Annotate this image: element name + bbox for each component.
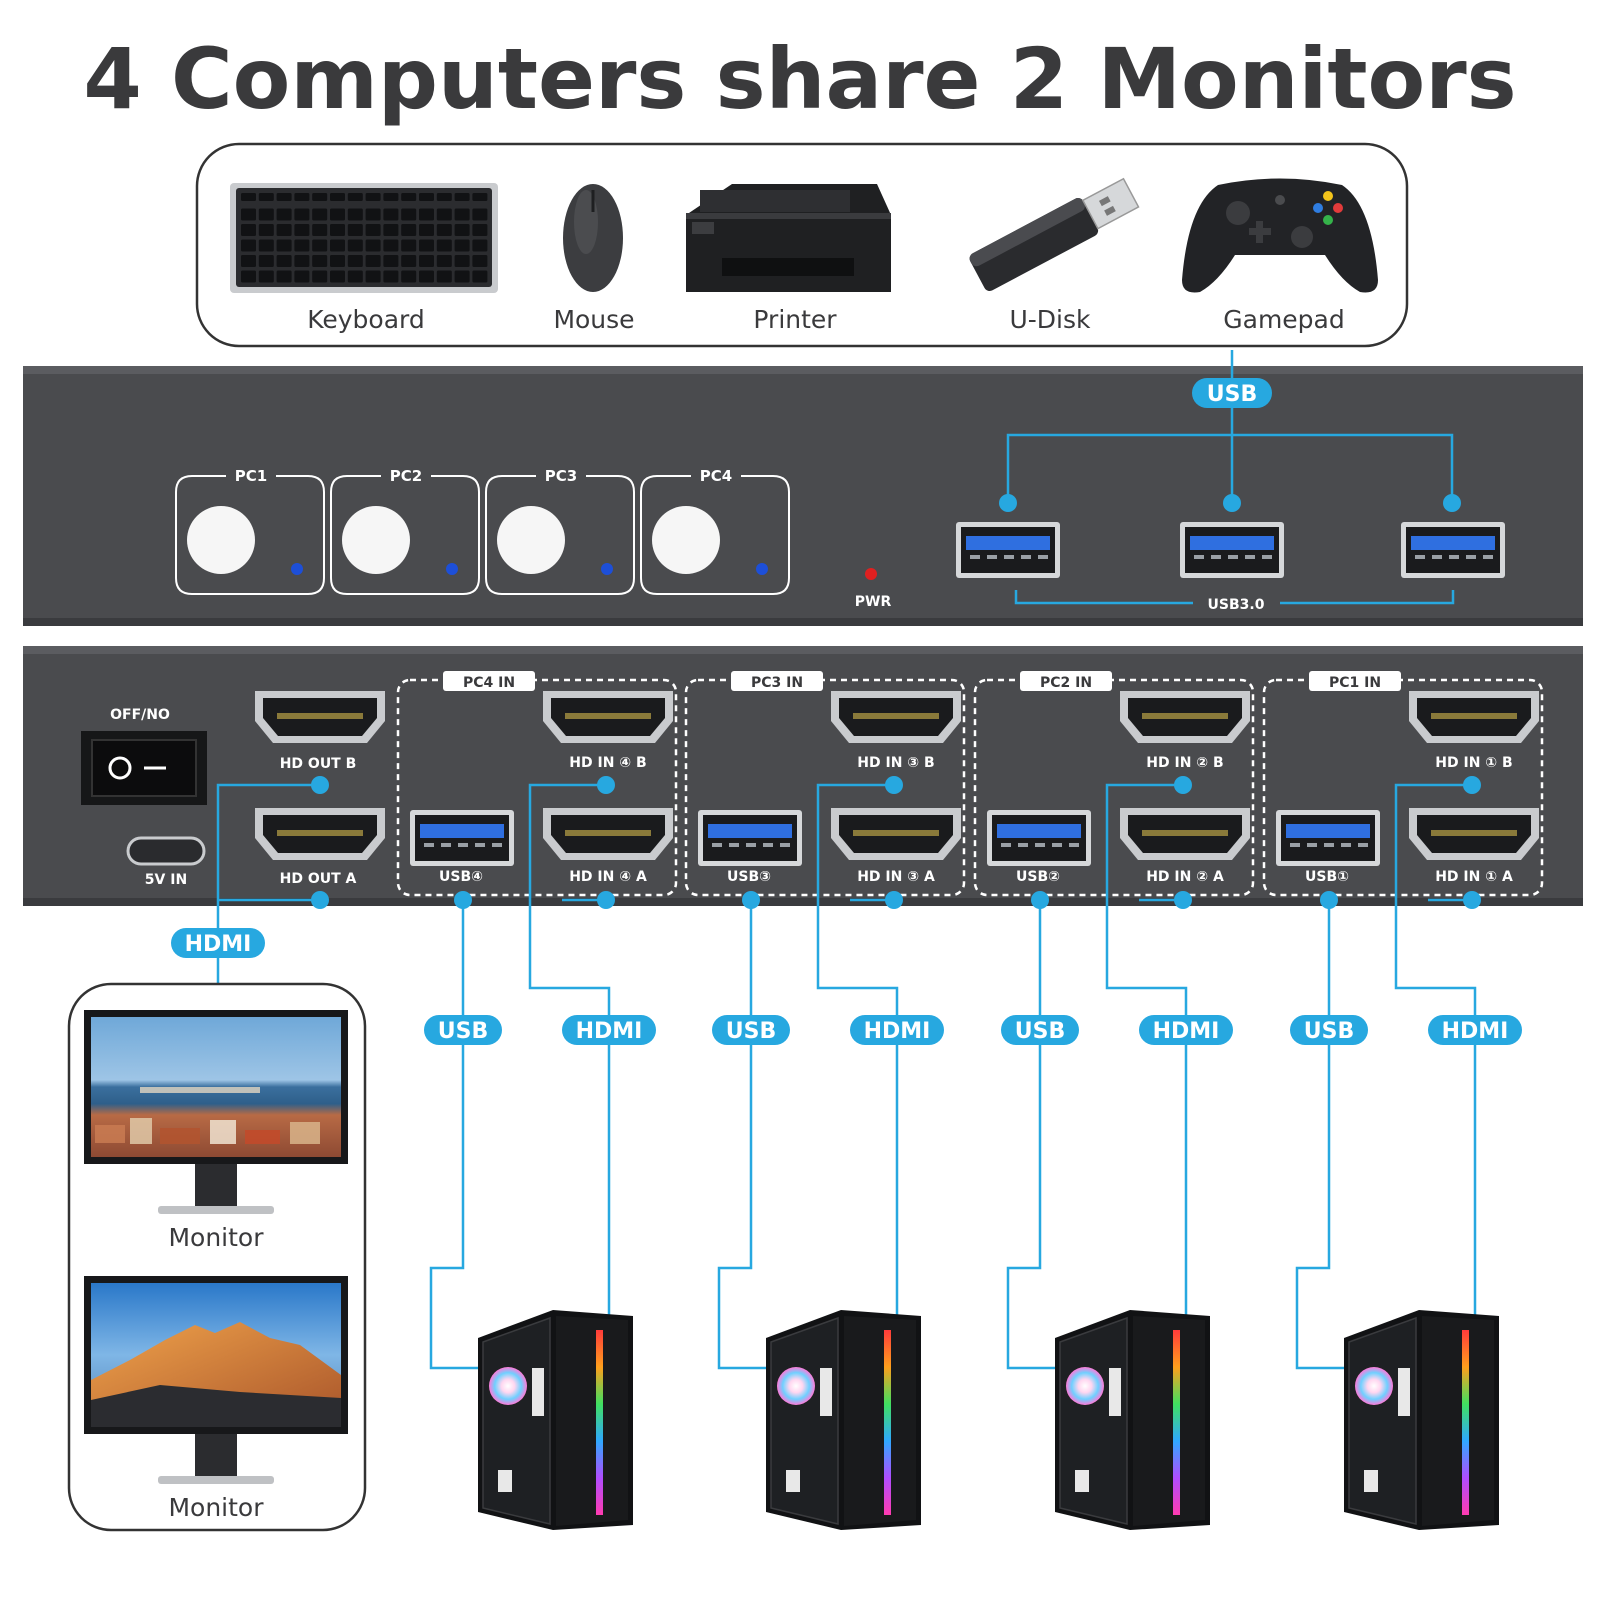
usb-in-label: USB③ [727,869,771,885]
group-label: PC1 IN [1329,675,1381,691]
pc-led-2 [446,563,458,575]
usb-in-label: USB② [1016,869,1060,885]
hdmi-cable-label: HDMI [576,1019,643,1044]
pc-select-button-1[interactable]: PC1 [175,467,325,595]
usb-in-port [1276,810,1380,866]
printer-icon [686,184,891,292]
computer-tower-icon [1344,1310,1499,1530]
hdmi-in-a-port [1120,808,1250,860]
pc-button-label-1: PC1 [235,467,267,485]
hdmi-out-a-port [255,808,385,860]
power-label: PWR [855,594,892,610]
usb-in-port [987,810,1091,866]
switch-label: OFF/NO [110,707,170,723]
power-switch[interactable] [81,731,207,805]
computer-tower-icon [478,1310,633,1530]
gamepad-icon [1182,178,1378,293]
peripheral-label-gamepad: Gamepad [1223,305,1344,334]
usb-in-label: USB① [1305,869,1349,885]
usb-in-port [410,810,514,866]
usb3-label: USB3.0 [1208,597,1265,613]
group-label: PC3 IN [751,675,803,691]
hdmi-in-a-port [1409,808,1539,860]
front-usb3-port-3 [1401,522,1505,578]
usb-cable-label: USB [1304,1019,1354,1044]
peripheral-label-mouse: Mouse [553,305,634,334]
pc-button-label-4: PC4 [700,467,732,485]
hdmi-out-a-label: HD OUT A [280,871,357,887]
computer-tower-icon [766,1310,921,1530]
mouse-icon [563,184,623,292]
hdmi-out-cable-label: HDMI [185,932,252,957]
hdmi-in-b-label: HD IN ④ B [569,755,646,771]
usb-in-port [698,810,802,866]
hdmi-in-a-port [831,808,961,860]
hdmi-cable-label: HDMI [864,1019,931,1044]
monitor-2 [84,1276,348,1484]
pc-led-4 [756,563,768,575]
peripheral-label-udisk: U-Disk [1009,305,1091,334]
hdmi-in-b-port [1409,691,1539,743]
pc-1-cables: USB HDMI [1290,776,1522,1370]
usb-cable-label: USB [726,1019,776,1044]
peripheral-label-keyboard: Keyboard [307,305,425,334]
usb-cable-label: USB [438,1019,488,1044]
pc-select-button-2[interactable]: PC2 [330,467,480,595]
hdmi-out-b-port [255,691,385,743]
pc-3-cables: USB HDMI [712,776,944,1370]
computer-tower-icon [1055,1310,1210,1530]
monitor-label-2: Monitor [168,1493,264,1522]
group-label: PC2 IN [1040,675,1092,691]
hdmi-in-b-label: HD IN ③ B [857,755,934,771]
rear-group-pc1-in: PC1 IN HD IN ① B HD IN ① A USB① [1262,671,1544,897]
pc-led-1 [291,563,303,575]
pc-2-cables: USB HDMI [1001,776,1233,1370]
front-usb3-port-2 [1180,522,1284,578]
hdmi-in-a-label: HD IN ③ A [857,869,935,885]
group-label: PC4 IN [463,675,515,691]
hdmi-in-a-label: HD IN ① A [1435,869,1513,885]
rear-group-pc4-in: PC4 IN HD IN ④ B HD IN ④ A USB④ [396,671,678,897]
page-title: 4 Computers share 2 Monitors [83,30,1516,128]
pc-select-button-3[interactable]: PC3 [485,467,635,595]
hdmi-in-b-port [543,691,673,743]
pc-select-button-4[interactable]: PC4 [640,467,790,595]
peripheral-label-printer: Printer [753,305,837,334]
hdmi-in-b-label: HD IN ② B [1146,755,1223,771]
kvm-front-panel [23,366,1583,626]
power-in-label: 5V IN [145,872,187,888]
usb-c-power-port [126,836,206,866]
pc-button-label-3: PC3 [545,467,577,485]
hdmi-in-b-label: HD IN ① B [1435,755,1512,771]
pc-button-label-2: PC2 [390,467,422,485]
pc-4-cables: USB HDMI [424,776,656,1370]
hdmi-in-a-label: HD IN ④ A [569,869,647,885]
hdmi-in-a-label: HD IN ② A [1146,869,1224,885]
hdmi-out-b-label: HD OUT B [280,756,357,772]
hdmi-cable-label: HDMI [1153,1019,1220,1044]
usb-front-connector-label: USB [1207,382,1257,407]
keyboard-icon [230,183,498,293]
hdmi-cable-label: HDMI [1442,1019,1509,1044]
usb-drive-icon [969,177,1140,291]
hdmi-in-a-port [543,808,673,860]
rear-group-pc2-in: PC2 IN HD IN ② B HD IN ② A USB② [973,671,1255,897]
usb-in-label: USB④ [439,869,483,885]
hdmi-in-b-port [1120,691,1250,743]
monitor-label-1: Monitor [168,1223,264,1252]
usb-cable-label: USB [1015,1019,1065,1044]
hdmi-in-b-port [831,691,961,743]
monitor-1 [84,1010,348,1214]
power-led [865,568,877,580]
pc-led-3 [601,563,613,575]
front-usb3-port-1 [956,522,1060,578]
rear-group-pc3-in: PC3 IN HD IN ③ B HD IN ③ A USB③ [684,671,966,897]
